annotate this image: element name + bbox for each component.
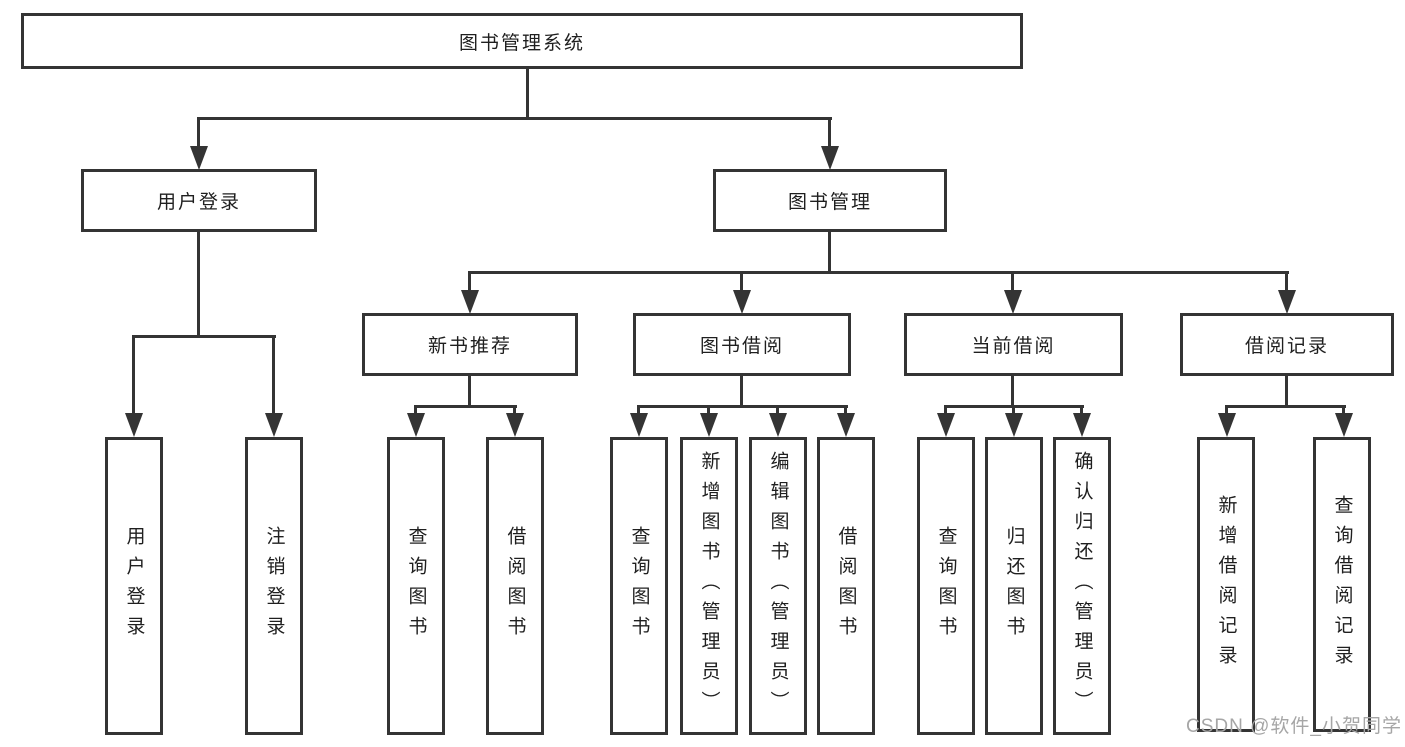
connector-arrow	[937, 413, 955, 437]
leaf-confirm-return-admin: 确认归还（管理员）	[1053, 437, 1111, 735]
connector-line	[1011, 376, 1014, 407]
leaf-borrow-books-recommend: 借阅图书	[486, 437, 544, 735]
connector-line	[197, 117, 200, 148]
connector-line	[468, 376, 471, 407]
connector-line	[513, 405, 516, 415]
connector-arrow	[407, 413, 425, 437]
leaf-query-books-borrowing: 查询图书	[610, 437, 668, 735]
connector-line	[526, 69, 529, 117]
leaf-return-books: 归还图书	[985, 437, 1043, 735]
connector-line	[468, 271, 1289, 274]
connector-arrow	[1218, 413, 1236, 437]
connector-arrow	[630, 413, 648, 437]
connector-arrow	[1004, 290, 1022, 314]
connector-line	[637, 405, 640, 415]
leaf-logout: 注销登录	[245, 437, 303, 735]
leaf-edit-books-admin: 编辑图书（管理员）	[749, 437, 807, 735]
connector-arrow	[821, 146, 839, 170]
connector-line	[1342, 405, 1345, 415]
connector-line	[468, 271, 471, 292]
connector-arrow	[1073, 413, 1091, 437]
connector-line	[828, 232, 831, 273]
node-library-management-system: 图书管理系统	[21, 13, 1023, 69]
connector-line	[637, 405, 848, 408]
leaf-add-borrow-record: 新增借阅记录	[1197, 437, 1255, 732]
connector-line	[197, 232, 200, 338]
connector-arrow	[837, 413, 855, 437]
connector-line	[132, 335, 276, 338]
connector-line	[1285, 376, 1288, 407]
connector-arrow	[506, 413, 524, 437]
connector-arrow	[733, 290, 751, 314]
connector-line	[1285, 271, 1288, 292]
connector-arrow	[190, 146, 208, 170]
connector-line	[828, 117, 831, 148]
node-book-management: 图书管理	[713, 169, 947, 232]
connector-line	[707, 405, 710, 415]
connector-line	[944, 405, 947, 415]
connector-line	[844, 405, 847, 415]
leaf-query-borrow-record: 查询借阅记录	[1313, 437, 1371, 732]
node-book-borrowing: 图书借阅	[633, 313, 851, 376]
node-new-book-recommendation: 新书推荐	[362, 313, 578, 376]
connector-arrow	[125, 413, 143, 437]
connector-line	[414, 405, 417, 415]
connector-line	[740, 376, 743, 407]
node-borrowing-records: 借阅记录	[1180, 313, 1394, 376]
node-user-login: 用户登录	[81, 169, 317, 232]
connector-line	[414, 405, 517, 408]
connector-line	[1225, 405, 1346, 408]
connector-line	[1011, 271, 1014, 292]
connector-line	[1080, 405, 1083, 415]
leaf-borrow-books-borrowing: 借阅图书	[817, 437, 875, 735]
connector-line	[272, 335, 275, 415]
leaf-add-books-admin: 新增图书（管理员）	[680, 437, 738, 735]
csdn-watermark: CSDN @软件_小贺同学	[1186, 716, 1402, 737]
leaf-user-login: 用户登录	[105, 437, 163, 735]
connector-line	[197, 117, 832, 120]
connector-arrow	[769, 413, 787, 437]
connector-line	[132, 335, 135, 415]
connector-arrow	[1335, 413, 1353, 437]
connector-arrow	[461, 290, 479, 314]
node-current-borrowing: 当前借阅	[904, 313, 1123, 376]
leaf-query-books-current: 查询图书	[917, 437, 975, 735]
leaf-query-books-recommend: 查询图书	[387, 437, 445, 735]
connector-arrow	[700, 413, 718, 437]
connector-line	[1225, 405, 1228, 415]
connector-arrow	[1005, 413, 1023, 437]
connector-line	[776, 405, 779, 415]
connector-arrow	[265, 413, 283, 437]
connector-arrow	[1278, 290, 1296, 314]
connector-line	[740, 271, 743, 292]
connector-line	[1012, 405, 1015, 415]
